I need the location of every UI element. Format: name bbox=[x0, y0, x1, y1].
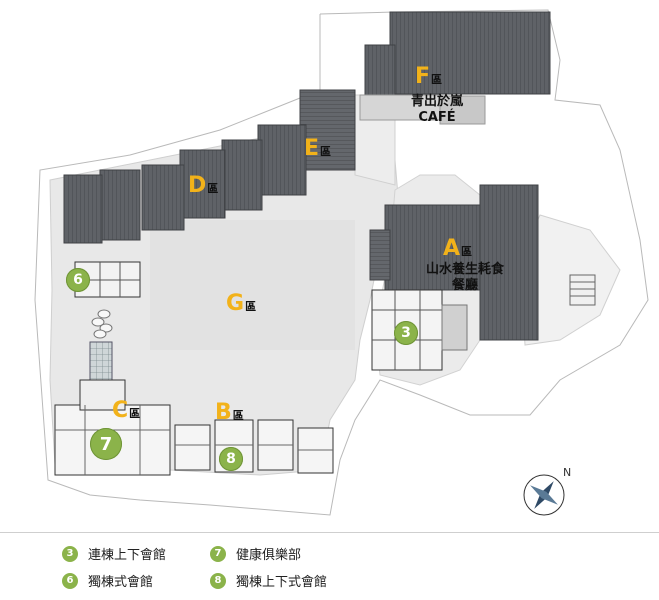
legend-label-6: 獨棟式會館 bbox=[88, 575, 154, 590]
building-f bbox=[359, 11, 551, 125]
legend-item-7: 7 健康俱樂部 bbox=[210, 544, 301, 563]
zone-a-name: 山水養生耗食 餐廳 bbox=[405, 262, 525, 294]
compass-north-label: N bbox=[563, 466, 572, 479]
legend-badge-3: 3 bbox=[62, 545, 78, 562]
zone-a-name-line2: 餐廳 bbox=[451, 278, 478, 293]
building-d bbox=[63, 139, 263, 244]
site-map bbox=[34, 9, 649, 516]
stairs bbox=[569, 274, 596, 306]
marker-3: 3 bbox=[394, 321, 418, 345]
legend-label-3: 連棟上下會館 bbox=[88, 548, 167, 563]
marker-6: 6 bbox=[66, 268, 90, 292]
zone-f-name: 青出於嵐 CAFÉ bbox=[392, 94, 482, 126]
zone-f-name-line1: 青出於嵐 bbox=[410, 94, 463, 109]
legend-badge-8: 8 bbox=[210, 572, 226, 589]
property-boundary bbox=[34, 9, 649, 516]
legend-item-8: 8 獨棟上下式會館 bbox=[210, 571, 327, 590]
legend-item-6: 6 獨棟式會館 bbox=[62, 571, 153, 590]
legend-divider bbox=[0, 532, 659, 533]
legend-badge-6: 6 bbox=[62, 572, 78, 589]
legend-label-7: 健康俱樂部 bbox=[236, 548, 302, 563]
compass-icon bbox=[523, 474, 565, 516]
stepping-stones bbox=[91, 309, 113, 339]
zone-f-name-line2: CAFÉ bbox=[418, 110, 456, 125]
zone-a-name-line1: 山水養生耗食 bbox=[425, 262, 504, 277]
legend-label-8: 獨棟上下式會館 bbox=[236, 575, 328, 590]
legend-badge-7: 7 bbox=[210, 545, 226, 562]
marker-8: 8 bbox=[219, 447, 243, 471]
building-a bbox=[369, 184, 539, 341]
marker-7: 7 bbox=[90, 428, 122, 460]
legend-item-3: 3 連棟上下會館 bbox=[62, 544, 166, 563]
building-e bbox=[257, 89, 356, 196]
